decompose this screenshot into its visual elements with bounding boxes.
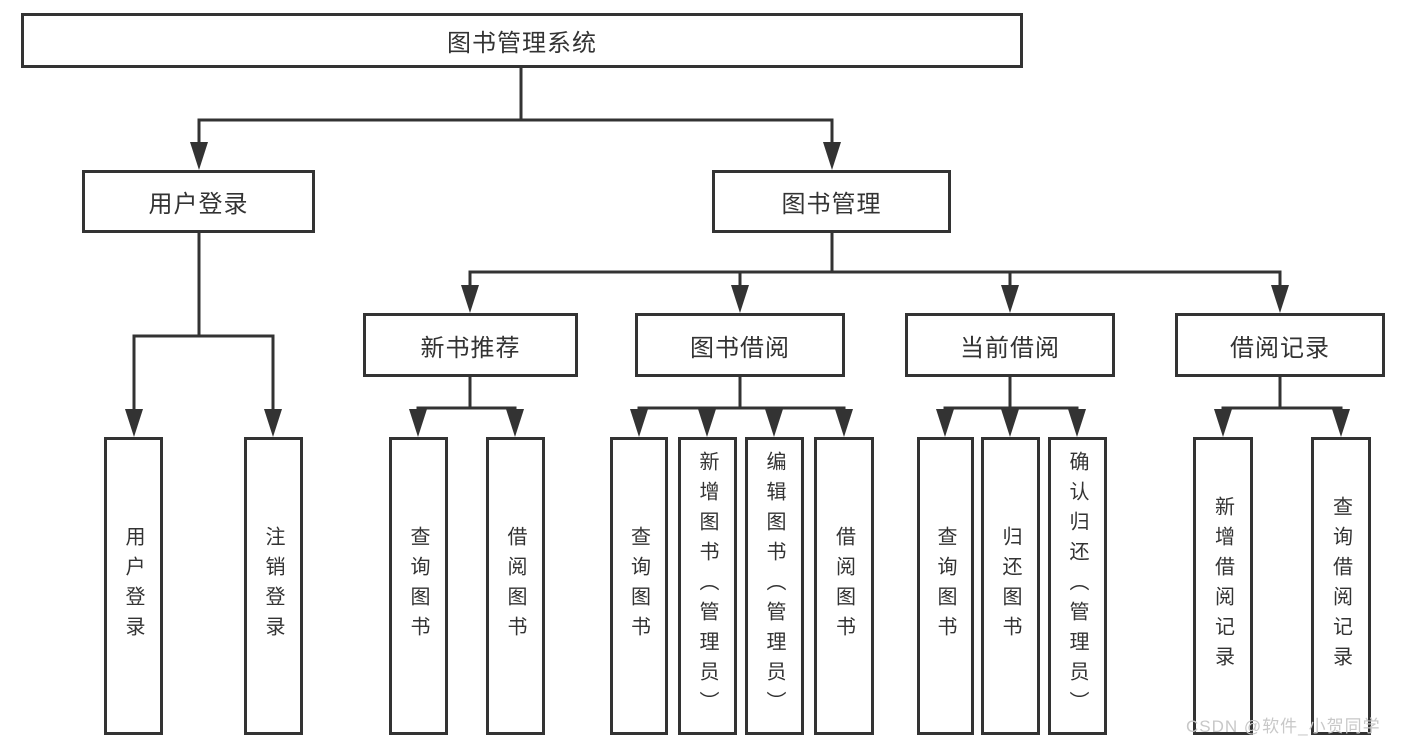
leaf-edit-books-admin: 编辑图书（管理员） (745, 437, 804, 735)
node-borrowing-records: 借阅记录 (1175, 313, 1385, 377)
node-current-borrowing: 当前借阅 (905, 313, 1115, 377)
leaf-query-borrow-record: 查询借阅记录 (1311, 437, 1371, 735)
node-new-book-recommend: 新书推荐 (363, 313, 578, 377)
node-book-borrowing: 图书借阅 (635, 313, 845, 377)
leaf-logout-login: 注销登录 (244, 437, 303, 735)
connector-group (125, 66, 1350, 437)
leaf-confirm-return-admin: 确认归还（管理员） (1048, 437, 1107, 735)
leaf-borrow-books-borrowing: 借阅图书 (814, 437, 874, 735)
leaf-borrow-books-recommend: 借阅图书 (486, 437, 545, 735)
leaf-add-books-admin: 新增图书（管理员） (678, 437, 737, 735)
leaf-return-books: 归还图书 (981, 437, 1040, 735)
leaf-query-books-borrowing: 查询图书 (610, 437, 668, 735)
node-library-management-system: 图书管理系统 (21, 13, 1023, 68)
leaf-query-books-current: 查询图书 (917, 437, 974, 735)
node-user-login: 用户登录 (82, 170, 315, 233)
leaf-add-borrow-record: 新增借阅记录 (1193, 437, 1253, 735)
csdn-watermark: CSDN @软件_小贺同学 (1186, 717, 1381, 736)
leaf-user-login: 用户登录 (104, 437, 163, 735)
leaf-query-books-recommend: 查询图书 (389, 437, 448, 735)
node-book-management: 图书管理 (712, 170, 951, 233)
